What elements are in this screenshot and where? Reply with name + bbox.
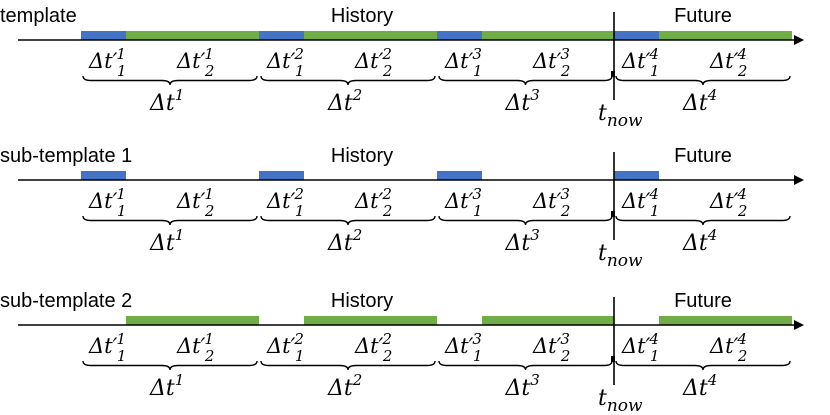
green-segment-4 [659, 316, 792, 325]
brace [260, 215, 436, 226]
blue-segment-4 [614, 31, 659, 40]
interval-label: Δt4 [682, 371, 717, 401]
arrow-head-icon [794, 35, 804, 45]
arrow-head-icon [794, 175, 804, 185]
interval-label: Δt1 [149, 86, 184, 116]
interval-label: Δt3 [505, 226, 540, 256]
brace [615, 215, 791, 226]
green-segment-4 [659, 31, 792, 40]
t-now-label: tnow [598, 386, 643, 415]
green-segment-2 [304, 316, 437, 325]
brace [82, 75, 258, 86]
t-now-marker [611, 356, 615, 362]
interval-label: Δt4 [682, 86, 717, 116]
history-label: History [331, 5, 393, 27]
panel-label: sub-template 1 [0, 145, 132, 167]
t-now-marker [611, 71, 615, 77]
history-label: History [331, 290, 393, 312]
future-label: Future [674, 290, 732, 312]
green-segment-2 [304, 31, 437, 40]
arrow-head-icon [794, 320, 804, 330]
future-label: Future [674, 5, 732, 27]
interval-label: Δt3 [505, 86, 540, 116]
blue-segment-3 [437, 171, 482, 180]
interval-label: Δt1 [149, 226, 184, 256]
t-now-marker [611, 211, 615, 217]
green-segment-3 [482, 316, 614, 325]
interval-label: Δt3 [505, 371, 540, 401]
history-label: History [331, 145, 393, 167]
brace [615, 360, 791, 371]
blue-segment-1 [81, 31, 126, 40]
brace [260, 75, 436, 86]
blue-segment-2 [259, 171, 304, 180]
brace [438, 360, 613, 371]
blue-segment-1 [81, 171, 126, 180]
green-segment-3 [482, 31, 614, 40]
interval-label: Δt4 [682, 226, 717, 256]
blue-segment-2 [259, 31, 304, 40]
t-now-label: tnow [598, 241, 643, 271]
interval-label: Δt2 [327, 226, 362, 256]
interval-label: Δt1 [149, 371, 184, 401]
brace [438, 75, 613, 86]
brace [615, 75, 791, 86]
interval-label: Δt2 [327, 371, 362, 401]
brace [260, 360, 436, 371]
brace [82, 215, 258, 226]
blue-segment-3 [437, 31, 482, 40]
interval-label: Δt2 [327, 86, 362, 116]
t-now-label: tnow [598, 101, 643, 131]
green-segment-1 [126, 316, 259, 325]
brace [438, 215, 613, 226]
panel-label: sub-template 2 [0, 290, 132, 312]
brace [82, 360, 258, 371]
panel-label: template [0, 5, 77, 27]
green-segment-1 [126, 31, 259, 40]
future-label: Future [674, 145, 732, 167]
blue-segment-4 [614, 171, 659, 180]
